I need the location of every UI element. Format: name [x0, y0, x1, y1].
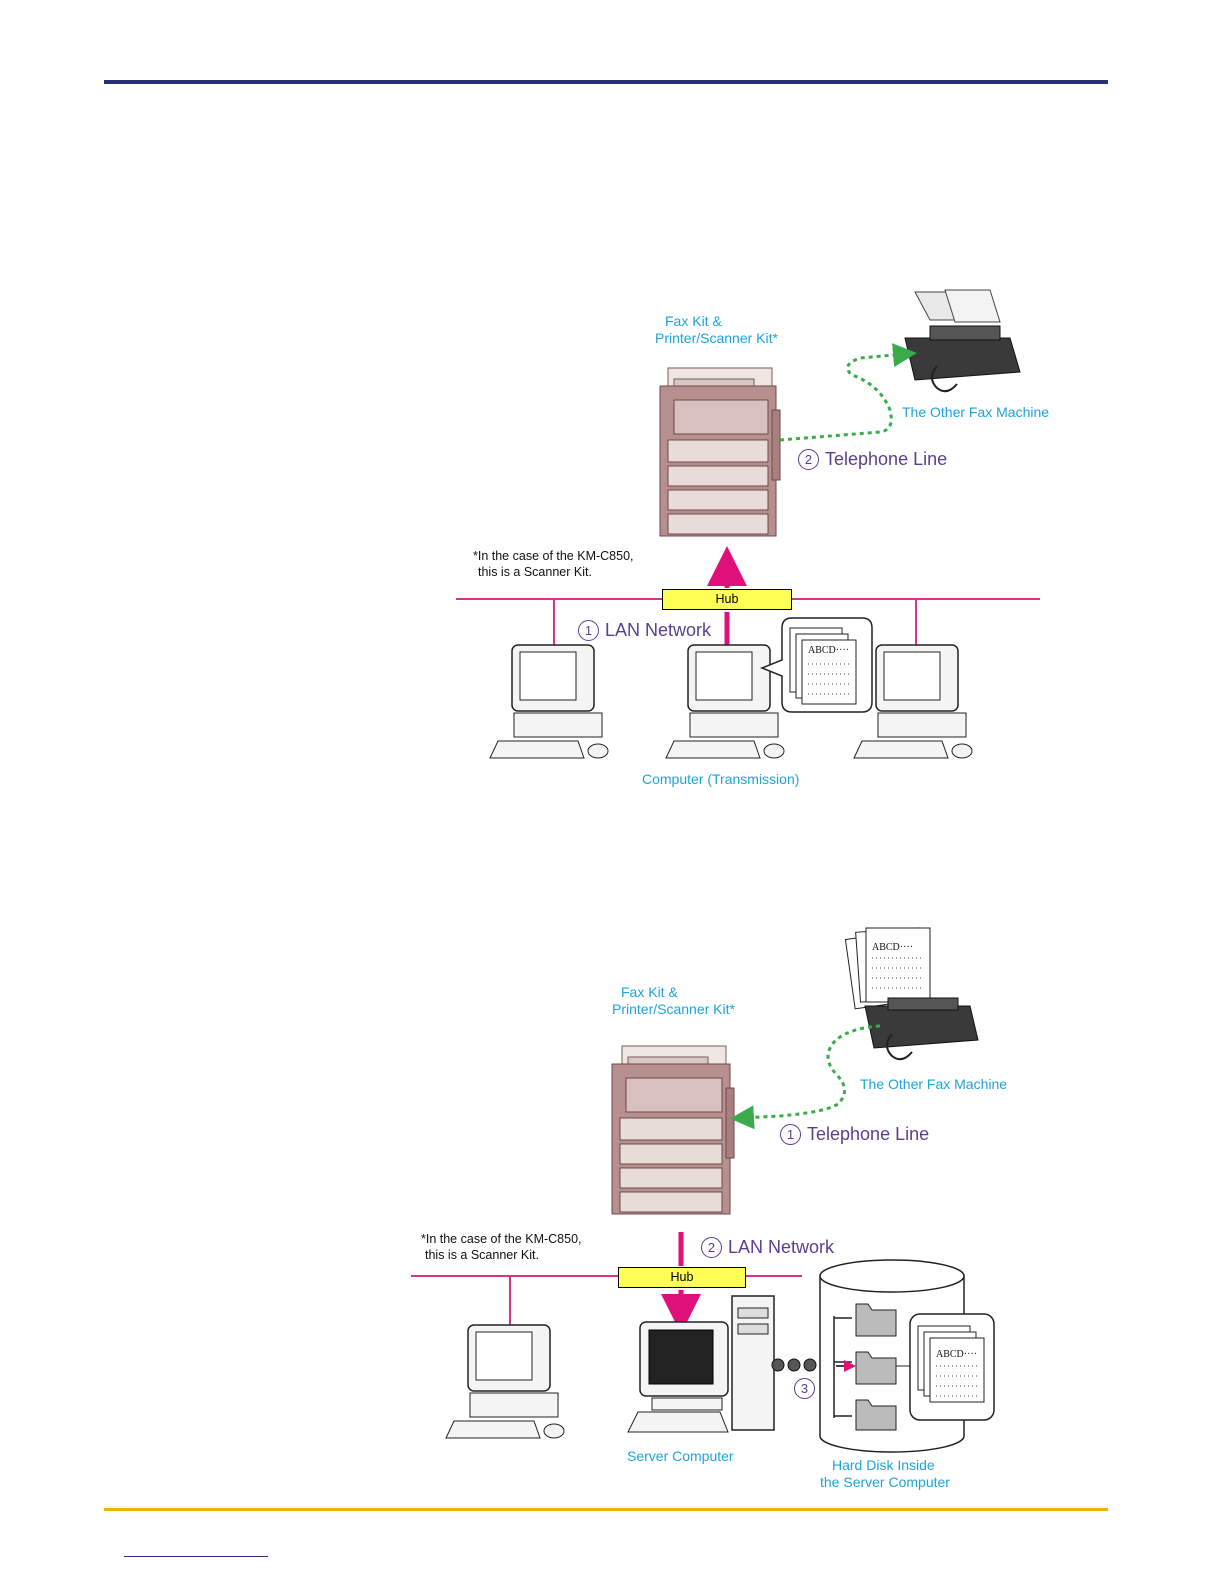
d2-lan-text: LAN Network	[728, 1237, 835, 1257]
d2-disk-label-line2: the Server Computer	[820, 1474, 950, 1490]
d1-lan-line	[456, 546, 1040, 648]
d1-telephone-line	[779, 343, 917, 442]
d1-step-2-badge: 2	[798, 449, 819, 470]
d2-note-line2: this is a Scanner Kit.	[425, 1248, 539, 1262]
d1-device-label-line1: Fax Kit &	[665, 313, 722, 329]
d2-lan-line	[411, 1232, 802, 1334]
d1-lan-text: LAN Network	[605, 620, 712, 640]
d2-device-label-line2: Printer/Scanner Kit*	[612, 1001, 735, 1017]
d2-document-bubble	[909, 1313, 995, 1421]
d2-telephone-line-label: 1 Telephone Line	[780, 1123, 929, 1145]
d1-note-line2: this is a Scanner Kit.	[478, 565, 592, 579]
d1-device-label-line2: Printer/Scanner Kit*	[655, 330, 778, 346]
d1-lan-network-label: 1 LAN Network	[578, 619, 711, 641]
d2-connection-dots	[771, 1358, 817, 1372]
d1-computer-center	[665, 644, 785, 759]
d1-computer-left	[489, 644, 609, 759]
d1-telephone-line-label: 2 Telephone Line	[798, 448, 947, 470]
d2-computer-left	[445, 1324, 565, 1439]
d1-computer-right	[853, 644, 973, 759]
footer-link-underline[interactable]	[124, 1556, 268, 1557]
d2-mfp-icon	[611, 1045, 735, 1215]
d2-telephone-line	[730, 1024, 881, 1130]
d1-document-text: ABCD····	[808, 645, 850, 656]
d2-fax-icon	[844, 927, 979, 1061]
d1-step-1-badge: 1	[578, 620, 599, 641]
d2-step-1-badge: 1	[780, 1124, 801, 1145]
d2-telephone-text: Telephone Line	[807, 1124, 930, 1144]
d1-document-bubble	[759, 617, 873, 713]
d1-computer-label: Computer (Transmission)	[642, 771, 800, 787]
d2-hub: Hub	[618, 1267, 746, 1288]
d2-step-3-badge: 3	[794, 1378, 815, 1399]
d1-note-line1: *In the case of the KM-C850,	[473, 549, 634, 563]
d1-mfp-icon	[659, 367, 781, 537]
d2-server-label: Server Computer	[627, 1448, 734, 1464]
d1-telephone-text: Telephone Line	[825, 449, 948, 469]
d2-step-3-label: 3	[794, 1377, 821, 1399]
d2-lan-network-label: 2 LAN Network	[701, 1236, 834, 1258]
d2-server-computer	[627, 1295, 775, 1433]
bottom-rule	[104, 1508, 1108, 1511]
d2-step-2-badge: 2	[701, 1237, 722, 1258]
top-rule	[104, 80, 1108, 84]
d1-other-fax-label: The Other Fax Machine	[902, 404, 1050, 420]
d1-fax-icon	[904, 289, 1021, 393]
d2-note-line1: *In the case of the KM-C850,	[421, 1232, 582, 1246]
d2-disk-label-line1: Hard Disk Inside	[832, 1457, 935, 1473]
d1-hub: Hub	[662, 589, 792, 610]
d2-disk-document-text: ABCD····	[936, 1349, 978, 1360]
d2-other-fax-label: The Other Fax Machine	[860, 1076, 1008, 1092]
d2-device-label-line1: Fax Kit &	[621, 984, 678, 1000]
d2-fax-document-text: ABCD····	[872, 942, 914, 953]
